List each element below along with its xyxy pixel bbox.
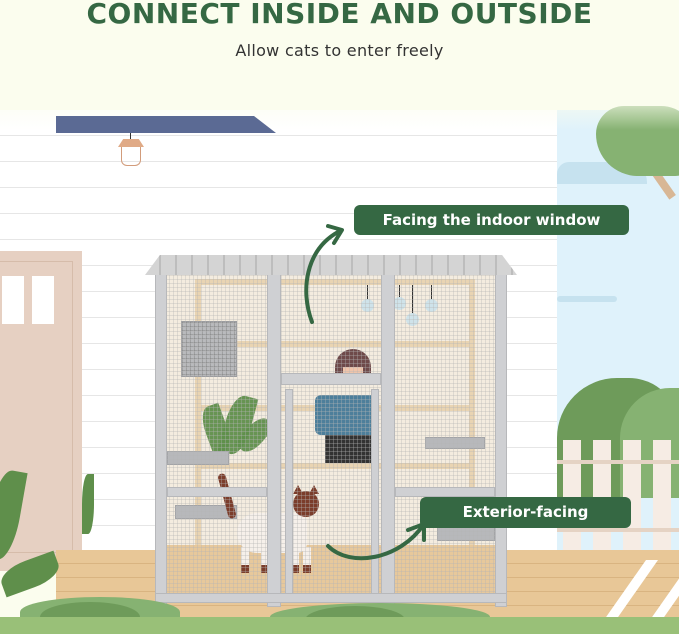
cat-paw	[303, 565, 311, 573]
cat-paw	[241, 565, 249, 573]
door-window-pane	[2, 276, 24, 324]
lamp-cord	[130, 133, 131, 139]
cat-leg	[261, 547, 269, 569]
lantern-icon	[118, 139, 144, 147]
cat-paw	[261, 565, 269, 573]
pendant-light-icon	[406, 313, 419, 326]
person-legs	[325, 435, 371, 463]
cat-shelf	[175, 505, 237, 519]
cat-head	[293, 491, 319, 517]
fence-picket	[653, 440, 671, 555]
pendant-cord	[431, 285, 432, 301]
page-subtitle: Allow cats to enter freely	[235, 41, 444, 60]
door-panel	[0, 261, 73, 553]
catio-floor	[165, 545, 497, 593]
page-title: CONNECT INSIDE AND OUTSIDE	[86, 0, 593, 30]
fence-rail	[557, 460, 679, 464]
lantern-body	[121, 147, 141, 166]
catio-roof	[145, 255, 517, 275]
pendant-cord	[367, 285, 368, 301]
cat-leg	[291, 547, 299, 569]
cat-shelf	[167, 451, 229, 465]
cat-paw	[291, 565, 299, 573]
pendant-cord	[399, 285, 400, 299]
wood-beam	[195, 279, 475, 285]
cat-leg	[303, 547, 311, 569]
fence-rail	[557, 528, 679, 532]
wood-stud	[195, 279, 201, 549]
grass	[0, 617, 679, 634]
cat-shelf	[425, 437, 485, 449]
header: CONNECT INSIDE AND OUTSIDE Allow cats to…	[0, 0, 679, 100]
pendant-cord	[412, 285, 413, 315]
frame-base	[155, 593, 507, 603]
arrowhead-icon	[326, 224, 344, 245]
pendant-light-icon	[425, 299, 438, 312]
door-header	[281, 373, 381, 385]
cat-ear	[309, 485, 319, 494]
door-window-pane	[32, 276, 54, 324]
wood-beam	[195, 341, 475, 347]
pendant-light-icon	[393, 297, 406, 310]
cat-ear	[293, 485, 303, 494]
solar-panel-overhang	[56, 116, 276, 133]
pendant-light-icon	[361, 299, 374, 312]
callout-exterior-facing: Exterior-facing	[420, 497, 631, 528]
frame-rail	[395, 487, 495, 497]
wood-beam	[195, 463, 475, 469]
person-torso	[315, 395, 377, 435]
air-conditioner-icon	[181, 321, 237, 377]
callout-indoor-window: Facing the indoor window	[354, 205, 629, 235]
wood-stud	[469, 279, 475, 549]
cloud	[557, 296, 617, 302]
cat-leg	[241, 547, 249, 569]
banana-leaf	[82, 474, 94, 534]
curved-arrow-icon	[326, 522, 426, 561]
frame-rail	[167, 487, 267, 497]
curved-arrow-icon	[304, 230, 340, 324]
